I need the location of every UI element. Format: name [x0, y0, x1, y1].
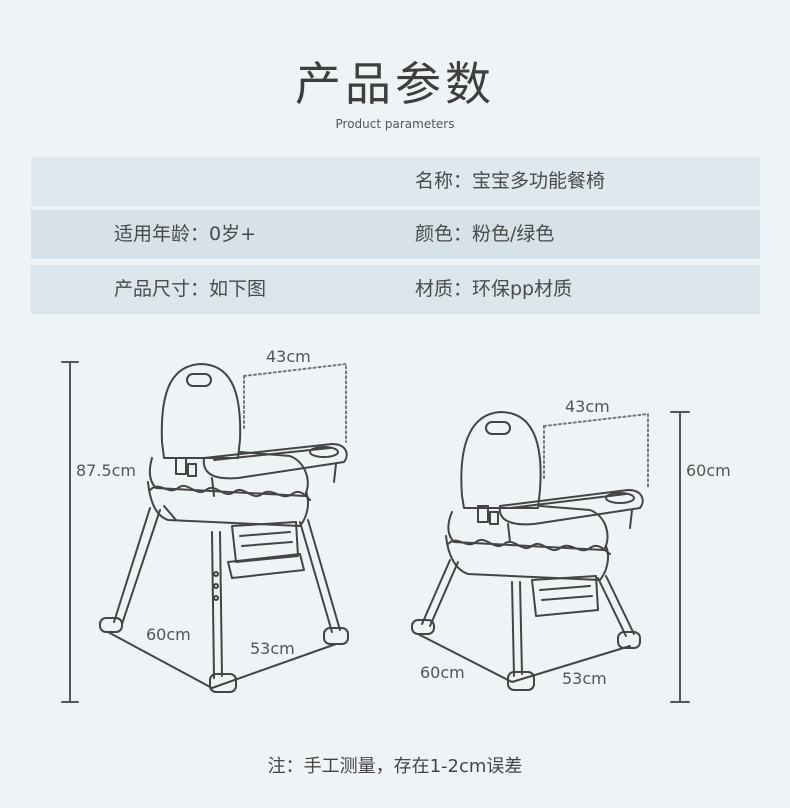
- param-color: 颜色：粉色/绿色: [415, 223, 555, 245]
- param-material: 材质：环保pp材质: [415, 278, 573, 300]
- low-chair-depth-label: 60cm: [420, 663, 465, 682]
- param-row-3: 产品尺寸：如下图 材质：环保pp材质: [31, 265, 760, 314]
- low-chair-drawing: [411, 411, 690, 703]
- low-chair-tray-width-label: 43cm: [565, 397, 610, 416]
- page-subtitle: Product parameters: [335, 117, 455, 131]
- param-size: 产品尺寸：如下图: [114, 278, 267, 300]
- param-name: 名称：宝宝多功能餐椅: [415, 170, 606, 192]
- param-row-1: 名称：宝宝多功能餐椅: [31, 157, 760, 206]
- param-row-2: 适用年龄：0岁+ 颜色：粉色/绿色: [31, 210, 760, 259]
- chair-dimension-diagram: 87.5cm 43cm 60cm 53cm 60cm 43cm 60cm 53c…: [61, 347, 731, 703]
- param-age: 适用年龄：0岁+: [114, 223, 257, 245]
- high-chair-height-label: 87.5cm: [76, 461, 136, 480]
- high-chair-tray-width-label: 43cm: [266, 347, 311, 366]
- measurement-note: 注：手工测量，存在1-2cm误差: [267, 756, 523, 777]
- high-chair-depth-label: 60cm: [146, 625, 191, 644]
- high-chair-drawing: [61, 361, 349, 703]
- high-chair-width-label: 53cm: [250, 639, 295, 658]
- low-chair-width-label: 53cm: [562, 669, 607, 688]
- low-chair-height-label: 60cm: [686, 461, 731, 480]
- page-title: 产品参数: [295, 57, 495, 111]
